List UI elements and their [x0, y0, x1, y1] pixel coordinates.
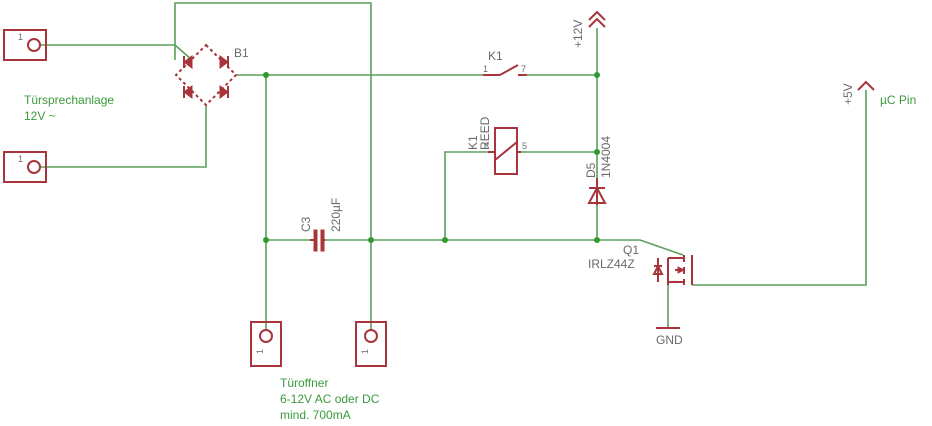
relay-contact-k1: K1 1 7 — [483, 49, 527, 76]
supply-5v-label: +5V — [841, 83, 855, 105]
bridge-diode — [219, 85, 229, 99]
k1-value: REED — [478, 116, 492, 150]
bridge-diode — [183, 55, 193, 69]
c3-value: 220µF — [329, 198, 343, 232]
connector-intercom-a: 1 — [3, 29, 47, 61]
opener-note-line1: Türoffner — [280, 376, 328, 390]
opener-note-line3: mind. 700mA — [280, 408, 351, 422]
connector-intercom-b: 1 — [3, 151, 47, 183]
d5-label: D5 — [584, 162, 598, 178]
uc-pin-label: µC Pin — [880, 93, 916, 107]
junction-dot — [263, 72, 269, 78]
coil-pin-5: 5 — [522, 141, 527, 151]
c3-label: C3 — [299, 216, 313, 232]
k1-label: K1 — [466, 135, 480, 150]
junction-dot — [442, 237, 448, 243]
q1-label: Q1 — [623, 243, 639, 257]
connector-pin-label: 1 — [255, 349, 265, 354]
d5-value: 1N4004 — [599, 136, 613, 178]
capacitor-c3: C3 220µF — [299, 198, 343, 252]
bridge-rectifier-b1: B1 — [174, 43, 249, 107]
wire-coil-left — [444, 151, 488, 240]
wire-gate-to-uc — [692, 90, 867, 286]
supply-12v-label: +12V — [571, 20, 585, 48]
diode-d5: D5 1N4004 — [584, 136, 613, 205]
coil-pin-3: 3 — [484, 141, 489, 151]
b1-label: B1 — [234, 46, 249, 60]
junction-dot — [594, 72, 600, 78]
supply-12v: +12V — [571, 10, 606, 48]
junction-dot — [594, 149, 600, 155]
mosfet-q1: Q1 IRLZ44Z — [588, 243, 693, 285]
connector-pin-label: 1 — [18, 154, 23, 164]
gnd-label: GND — [656, 333, 683, 347]
q1-value: IRLZ44Z — [588, 257, 635, 271]
wire-bridge-top-loop — [174, 2, 372, 240]
supply-5v: +5V — [841, 80, 875, 105]
connector-opener-b: 1 — [355, 321, 387, 367]
junctions — [263, 72, 600, 243]
opener-note-line2: 6-12V AC oder DC — [280, 392, 380, 406]
connector-opener-a: 1 — [250, 321, 282, 367]
bridge-diode — [183, 85, 193, 99]
junction-dot — [263, 237, 269, 243]
relay-pin-1: 1 — [483, 64, 488, 74]
wires — [40, 2, 867, 330]
junction-dot — [368, 237, 374, 243]
junction-dot — [594, 237, 600, 243]
intercom-note-line2: 12V ~ — [24, 109, 56, 123]
wire-intercom-top — [40, 44, 193, 61]
connector-pin-label: 1 — [18, 32, 23, 42]
wire-diode-to-drain — [596, 205, 684, 256]
k1-switch-label: K1 — [488, 49, 503, 63]
wire-intercom-bottom — [40, 105, 207, 168]
ground-symbol: GND — [656, 327, 683, 347]
bridge-diode — [219, 55, 229, 69]
connector-pin-label: 1 — [360, 349, 370, 354]
relay-coil-k1: 3 5 K1 REED — [466, 116, 527, 175]
relay-pin-7: 7 — [521, 64, 526, 74]
intercom-note-line1: Türsprechanlage — [24, 93, 114, 107]
